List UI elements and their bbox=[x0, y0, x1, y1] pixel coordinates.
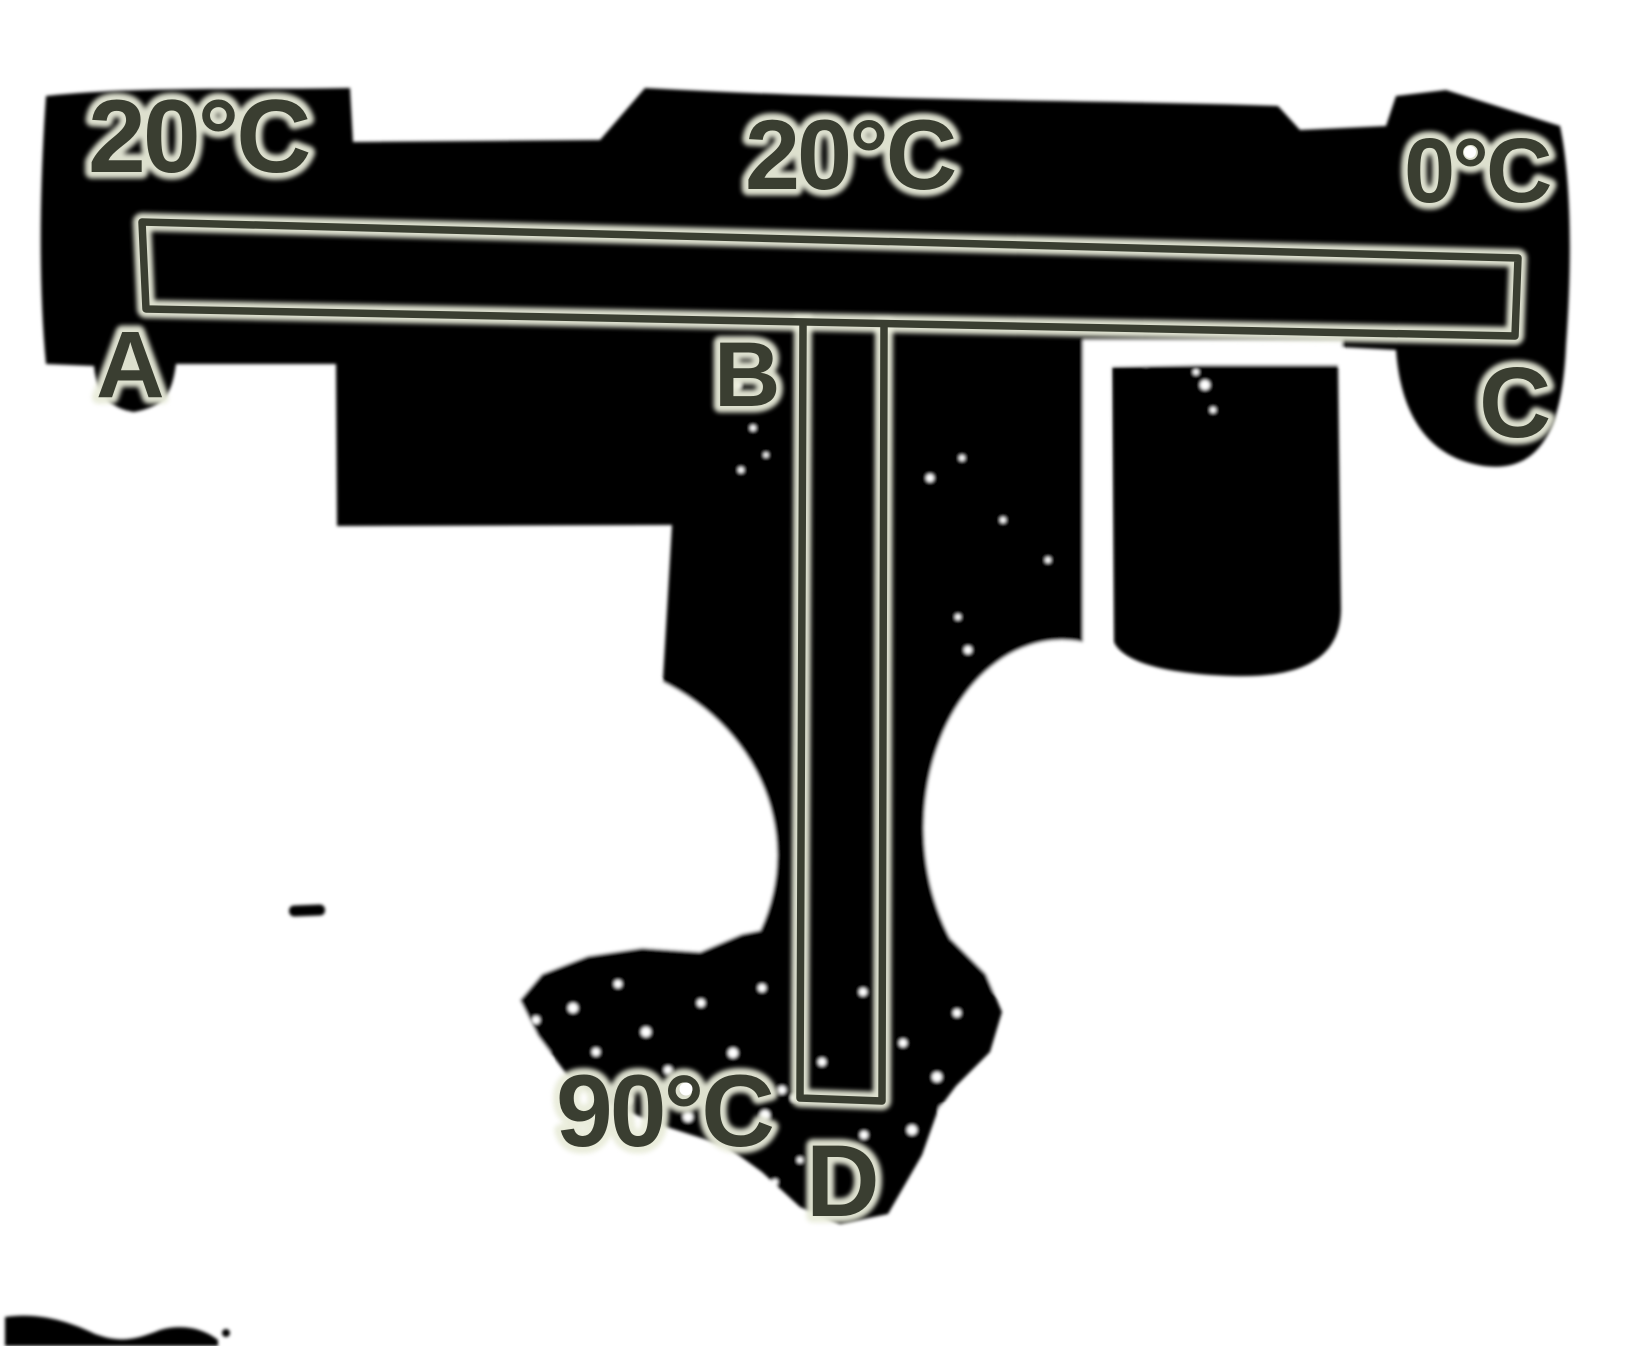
horizontal-rod-outline bbox=[138, 218, 1522, 340]
point-d-halo: D bbox=[806, 1124, 880, 1238]
point-a-label: A bbox=[96, 312, 165, 418]
point-b-label: B bbox=[714, 324, 780, 426]
ink-dash-mark bbox=[289, 904, 326, 917]
ink-speck bbox=[222, 1329, 230, 1337]
temp-top-left-halo: 20°C bbox=[88, 79, 309, 195]
point-b-halo: B bbox=[714, 324, 780, 426]
point-a-halo: A bbox=[96, 312, 165, 418]
temp-top-right-halo: 0°C bbox=[1404, 120, 1550, 222]
degree-dot-top-right bbox=[1464, 146, 1476, 158]
ink-right-block bbox=[1112, 362, 1341, 677]
temp-top-middle-halo: 20°C bbox=[745, 99, 955, 210]
labels: 20°C 20°C 20°C 20°C 0°C 0°C 90°C 90°C A … bbox=[82, 73, 1560, 1245]
paper-gap-seam bbox=[1106, 340, 1342, 365]
temp-top-middle-label: 20°C bbox=[745, 99, 955, 210]
temp-top-left-label: 20°C bbox=[88, 79, 309, 195]
point-c-label: C bbox=[1479, 347, 1551, 459]
paper-gap-strip bbox=[1083, 340, 1109, 672]
temp-top-right-label: 0°C bbox=[1404, 120, 1550, 222]
point-d-label: D bbox=[806, 1124, 880, 1238]
rod-outlines bbox=[133, 213, 1527, 1110]
paper-cutout-right bbox=[924, 640, 1200, 1016]
ink-corner-smudge bbox=[5, 1315, 218, 1346]
temp-bottom-halo: 90°C bbox=[556, 1054, 772, 1168]
vertical-rod-outline bbox=[796, 321, 888, 1105]
point-c-halo: C bbox=[1479, 347, 1551, 459]
temp-bottom-label: 90°C bbox=[556, 1054, 772, 1168]
degree-dot-bottom bbox=[679, 1082, 693, 1096]
